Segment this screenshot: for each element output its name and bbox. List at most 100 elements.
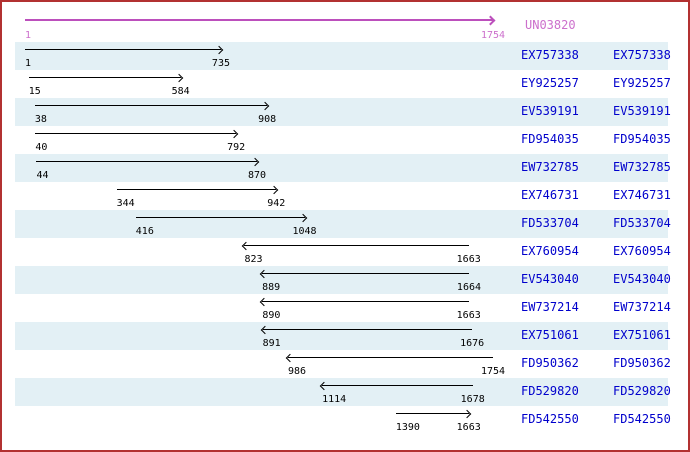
accession-link-secondary[interactable]: EX746731 <box>613 188 671 202</box>
start-coord: 1 <box>25 58 32 69</box>
end-coord: 1754 <box>480 366 506 377</box>
accession-link-secondary[interactable]: FD542550 <box>613 412 671 426</box>
arrowhead-icon <box>319 381 329 390</box>
alignment-row: 986 1754 FD950362 FD950362 <box>2 350 688 378</box>
alignment-arrow <box>28 70 183 86</box>
accession-link-secondary[interactable]: EV543040 <box>613 272 671 286</box>
row-stripe-background <box>15 266 668 294</box>
arrow-shaft <box>395 413 469 414</box>
accession-link-secondary[interactable]: EW732785 <box>613 160 671 174</box>
arrowhead-icon <box>229 129 239 138</box>
start-coord: 1390 <box>395 422 420 433</box>
accession-link-primary[interactable]: EV539191 <box>521 104 579 118</box>
accession-link-primary[interactable]: FD954035 <box>521 132 579 146</box>
start-coord: 1114 <box>322 394 347 405</box>
start-coord: 44 <box>36 170 49 181</box>
end-coord: 1663 <box>456 254 481 265</box>
start-coord: 986 <box>287 366 307 377</box>
alignment-row: 416 1048 FD533704 FD533704 <box>2 210 688 238</box>
end-coord: 942 <box>267 198 286 209</box>
arrowhead-icon <box>260 325 269 334</box>
accession-link-primary[interactable]: FD542550 <box>521 412 579 426</box>
start-coord: 823 <box>244 254 263 265</box>
reference-label: UN03820 <box>525 18 576 32</box>
accession-link-secondary[interactable]: EV539191 <box>613 104 671 118</box>
accession-link-secondary[interactable]: EW737214 <box>613 300 671 314</box>
alignment-row: 1390 1663 FD542550 FD542550 <box>2 406 688 434</box>
alignment-arrow <box>116 182 279 198</box>
arrow-shaft <box>135 217 305 218</box>
accession-link-primary[interactable]: EY925257 <box>521 76 579 90</box>
accession-link-secondary[interactable]: FD954035 <box>613 132 671 146</box>
arrowhead-icon <box>462 409 471 418</box>
arrowhead-icon <box>259 269 269 278</box>
end-coord: 1676 <box>460 338 485 349</box>
reference-arrow <box>25 14 496 30</box>
arrowhead-icon <box>260 297 269 306</box>
accession-link-secondary[interactable]: FD950362 <box>613 356 671 370</box>
accession-link-primary[interactable]: EX746731 <box>521 188 579 202</box>
end-coord: 584 <box>171 86 190 97</box>
accession-link-secondary[interactable]: EX757338 <box>613 48 671 62</box>
accession-link-primary[interactable]: FD533704 <box>521 216 579 230</box>
arrow-shaft <box>116 189 277 190</box>
reference-row: 1 1754 UN03820 <box>2 14 688 42</box>
arrow-shaft <box>287 357 493 358</box>
arrow-shaft <box>262 273 469 274</box>
arrowhead-icon <box>485 15 496 25</box>
alignment-arrow <box>395 406 471 422</box>
alignment-arrow <box>259 266 469 282</box>
alignment-row: 344 942 EX746731 EX746731 <box>2 182 688 210</box>
accession-link-secondary[interactable]: FD529820 <box>613 384 671 398</box>
alignment-row: 890 1663 EW737214 EW737214 <box>2 294 688 322</box>
accession-link-primary[interactable]: FD950362 <box>521 356 579 370</box>
arrow-shaft <box>34 105 268 106</box>
alignment-row: 823 1663 EX760954 EX760954 <box>2 238 688 266</box>
alignment-arrow <box>285 350 493 366</box>
end-coord: 870 <box>247 170 267 181</box>
accession-link-primary[interactable]: EX757338 <box>521 48 579 62</box>
row-stripe-background <box>15 98 668 126</box>
accession-link-primary[interactable]: EX751061 <box>521 328 579 342</box>
end-coord: 1678 <box>460 394 485 405</box>
arrowhead-icon <box>269 185 279 194</box>
alignment-arrow <box>25 42 224 58</box>
accession-link-primary[interactable]: EX760954 <box>521 244 579 258</box>
alignment-row: 44 870 EW732785 EW732785 <box>2 154 688 182</box>
alignment-arrow <box>242 238 469 254</box>
alignment-arrow <box>260 294 469 310</box>
arrowhead-icon <box>285 353 295 362</box>
arrow-shaft <box>244 245 469 246</box>
accession-link-secondary[interactable]: FD533704 <box>613 216 671 230</box>
accession-link-secondary[interactable]: EX751061 <box>613 328 671 342</box>
alignment-rows: 1 1754 UN03820 1 735 EX757338 EX757338 1… <box>2 14 688 434</box>
accession-link-primary[interactable]: FD529820 <box>521 384 579 398</box>
accession-link-primary[interactable]: EW732785 <box>521 160 579 174</box>
row-stripe-background <box>15 378 668 406</box>
alignment-arrow <box>260 322 473 338</box>
arrow-shaft <box>262 301 469 302</box>
accession-link-primary[interactable]: EW737214 <box>521 300 579 314</box>
end-coord: 1048 <box>292 226 317 237</box>
arrow-shaft <box>262 329 473 330</box>
end-coord: 1664 <box>456 282 482 293</box>
accession-link-primary[interactable]: EV543040 <box>521 272 579 286</box>
arrow-shaft <box>36 161 257 162</box>
accession-link-secondary[interactable]: EX760954 <box>613 244 671 258</box>
accession-link-secondary[interactable]: EY925257 <box>613 76 671 90</box>
arrow-shaft <box>25 49 221 50</box>
alignment-arrow <box>35 126 239 142</box>
arrow-shaft <box>25 19 493 21</box>
start-coord: 890 <box>262 310 281 321</box>
reference-start-coord: 1 <box>25 30 32 41</box>
end-coord: 1663 <box>456 422 481 433</box>
start-coord: 38 <box>34 114 47 125</box>
start-coord: 40 <box>35 142 48 153</box>
row-stripe-background <box>15 322 668 350</box>
arrow-shaft <box>322 385 473 386</box>
start-coord: 416 <box>135 226 154 237</box>
arrowhead-icon <box>174 73 183 82</box>
arrow-shaft <box>35 133 237 134</box>
alignment-row: 1114 1678 FD529820 FD529820 <box>2 378 688 406</box>
